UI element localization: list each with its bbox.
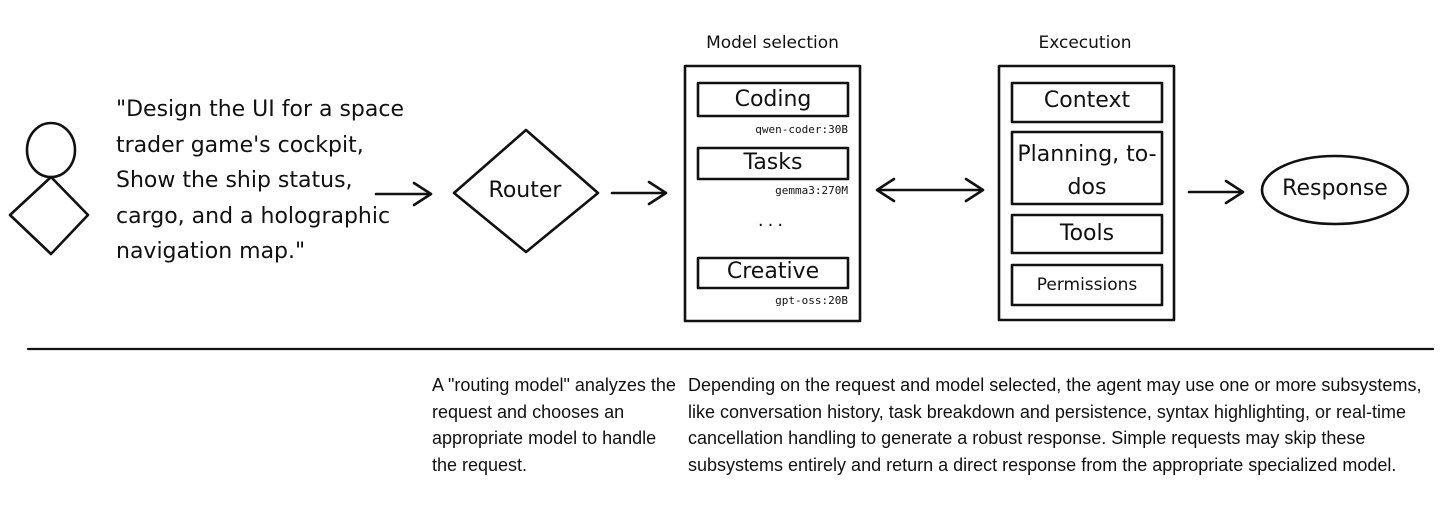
double-arrow — [875, 177, 985, 203]
context-label: Context — [1043, 88, 1131, 113]
model-selection-title: Model selection — [706, 33, 839, 53]
more-models-ellipsis: ... — [757, 210, 788, 231]
execution-note: Depending on the request and model selec… — [688, 375, 1422, 475]
coding-box — [696, 81, 850, 118]
response-label: Response — [1282, 176, 1388, 201]
creative-label: Creative — [726, 259, 820, 284]
router-diamond — [452, 128, 600, 254]
arrow-execution-to-response — [1187, 179, 1245, 205]
planning-label: Planning, to-dos — [1017, 142, 1157, 200]
response-ellipse — [1260, 154, 1410, 226]
coding-model-name: qwen-coder:30B — [755, 123, 848, 136]
router-label: Router — [488, 178, 562, 203]
user-icon — [8, 121, 90, 256]
tasks-model-name: gemma3:270M — [775, 184, 848, 197]
tasks-label: Tasks — [743, 150, 803, 175]
execution-panel — [997, 64, 1176, 322]
tasks-box — [696, 146, 850, 181]
permissions-box — [1010, 263, 1164, 307]
tools-box — [1010, 213, 1164, 255]
permissions-label: Permissions — [1036, 275, 1138, 295]
coding-label: Coding — [734, 87, 812, 112]
arrow-prompt-to-router — [374, 181, 433, 207]
arrow-router-to-models — [610, 180, 668, 206]
routing-note: A "routing model" analyzes the request a… — [432, 375, 676, 475]
creative-box — [696, 256, 850, 290]
model-selection-panel — [683, 64, 862, 323]
tools-label: Tools — [1059, 221, 1115, 246]
planning-box — [1010, 130, 1164, 206]
context-box — [1010, 81, 1164, 124]
execution-title: Excecution — [1038, 33, 1132, 53]
user-prompt-text: "Design the UI for a space trader game's… — [116, 97, 405, 264]
creative-model-name: gpt-oss:20B — [775, 294, 848, 307]
